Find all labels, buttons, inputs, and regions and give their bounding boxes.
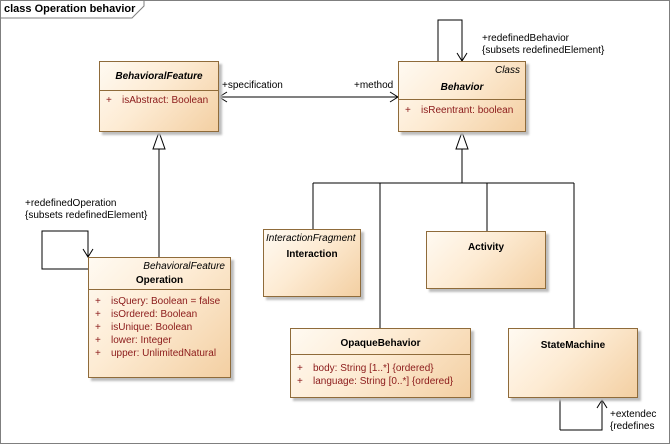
attribute-row: + isReentrant: boolean xyxy=(405,104,525,117)
attribute-text: isUnique: Boolean xyxy=(111,322,193,333)
visibility-marker: + xyxy=(405,105,411,116)
attribute-text: isQuery: Boolean = false xyxy=(111,296,221,307)
arrowhead-specification xyxy=(218,91,228,103)
state-machine-loop xyxy=(559,398,603,431)
class-operation[interactable]: BehavioralFeature Operation + isQuery: Bo… xyxy=(88,257,231,378)
constraint-label-redefined-behavior: {subsets redefinedElement} xyxy=(482,45,605,56)
attribute-row: + body: String [1..*] {ordered} xyxy=(297,362,470,375)
constraint-label-redefined-operation: {subsets redefinedElement} xyxy=(25,210,148,221)
constraint-label-redefines: {redefines xyxy=(610,421,655,432)
visibility-marker: + xyxy=(95,296,101,307)
attribute-text: language: String [0..*] {ordered} xyxy=(313,376,454,387)
role-label-extended: +extendec xyxy=(610,409,657,420)
class-header: OpaqueBehavior xyxy=(291,329,470,355)
visibility-marker: + xyxy=(95,322,101,333)
class-state-machine[interactable]: StateMachine xyxy=(508,328,638,398)
visibility-marker: + xyxy=(95,309,101,320)
class-behavioral-feature[interactable]: BehavioralFeature + isAbstract: Boolean xyxy=(99,61,219,132)
role-label-redefined-behavior: +redefinedBehavior xyxy=(482,33,570,44)
attribute-text: body: String [1..*] {ordered} xyxy=(313,363,434,374)
class-behavior[interactable]: Class Behavior + isReentrant: boolean xyxy=(398,61,526,132)
class-header: BehavioralFeature xyxy=(100,62,218,91)
visibility-marker: + xyxy=(95,335,101,346)
attribute-row: + lower: Integer xyxy=(95,334,230,347)
class-header: Class Behavior xyxy=(399,62,525,100)
class-name: OpaqueBehavior xyxy=(340,338,421,349)
frame-tab-outline xyxy=(1,1,145,19)
attribute-text: upper: UnlimitedNatural xyxy=(111,348,217,359)
attribute-row: + isOrdered: Boolean xyxy=(95,308,230,321)
attribute-compartment: + isAbstract: Boolean xyxy=(100,91,218,107)
attribute-compartment: + isQuery: Boolean = false + isOrdered: Bo… xyxy=(89,290,230,360)
frame-tab: class Operation behavior xyxy=(0,0,140,18)
attribute-text: lower: Integer xyxy=(111,335,172,346)
class-name: Behavior xyxy=(440,82,484,93)
class-name: BehavioralFeature xyxy=(115,71,203,82)
attribute-row: + language: String [0..*] {ordered} xyxy=(297,375,470,388)
class-stereotype: Class xyxy=(494,65,520,76)
visibility-marker: + xyxy=(297,363,303,374)
attribute-row: + upper: UnlimitedNatural xyxy=(95,347,230,360)
role-label-method: +method xyxy=(354,80,394,91)
attribute-row: + isAbstract: Boolean xyxy=(106,94,218,107)
visibility-marker: + xyxy=(106,95,112,106)
attribute-row: + isUnique: Boolean xyxy=(95,321,230,334)
attribute-compartment: + body: String [1..*] {ordered} + language… xyxy=(291,355,470,388)
class-name: Activity xyxy=(467,242,505,253)
generalization-triangle-behavioral-feature xyxy=(152,130,166,150)
attribute-text: isReentrant: boolean xyxy=(421,105,514,116)
redefined-operation-loop xyxy=(41,230,89,270)
role-label-redefined-operation: +redefinedOperation xyxy=(25,198,117,209)
generalization-triangle-behavior xyxy=(455,130,469,150)
class-header: BehavioralFeature Operation xyxy=(89,258,230,290)
arrowhead-extended xyxy=(596,399,608,409)
role-label-specification: +specification xyxy=(222,80,283,91)
class-interaction[interactable]: InteractionFragment Interaction xyxy=(263,229,361,297)
visibility-marker: + xyxy=(95,348,101,359)
class-name: Interaction xyxy=(286,249,338,260)
attribute-text: isAbstract: Boolean xyxy=(122,95,209,106)
visibility-marker: + xyxy=(297,376,303,387)
diagram-title: class Operation behavior xyxy=(4,3,136,15)
attribute-compartment: + isReentrant: boolean xyxy=(399,100,525,117)
class-name: StateMachine xyxy=(540,340,606,351)
attribute-text: isOrdered: Boolean xyxy=(111,309,198,320)
attribute-row: + isQuery: Boolean = false xyxy=(95,295,230,308)
class-name: Operation xyxy=(135,275,184,286)
class-stereotype: InteractionFragment xyxy=(266,233,356,244)
class-stereotype: BehavioralFeature xyxy=(143,261,225,272)
class-opaque-behavior[interactable]: OpaqueBehavior + body: String [1..*] {ord… xyxy=(290,328,471,398)
class-activity[interactable]: Activity xyxy=(426,231,546,289)
redefined-behavior-loop xyxy=(437,19,463,61)
